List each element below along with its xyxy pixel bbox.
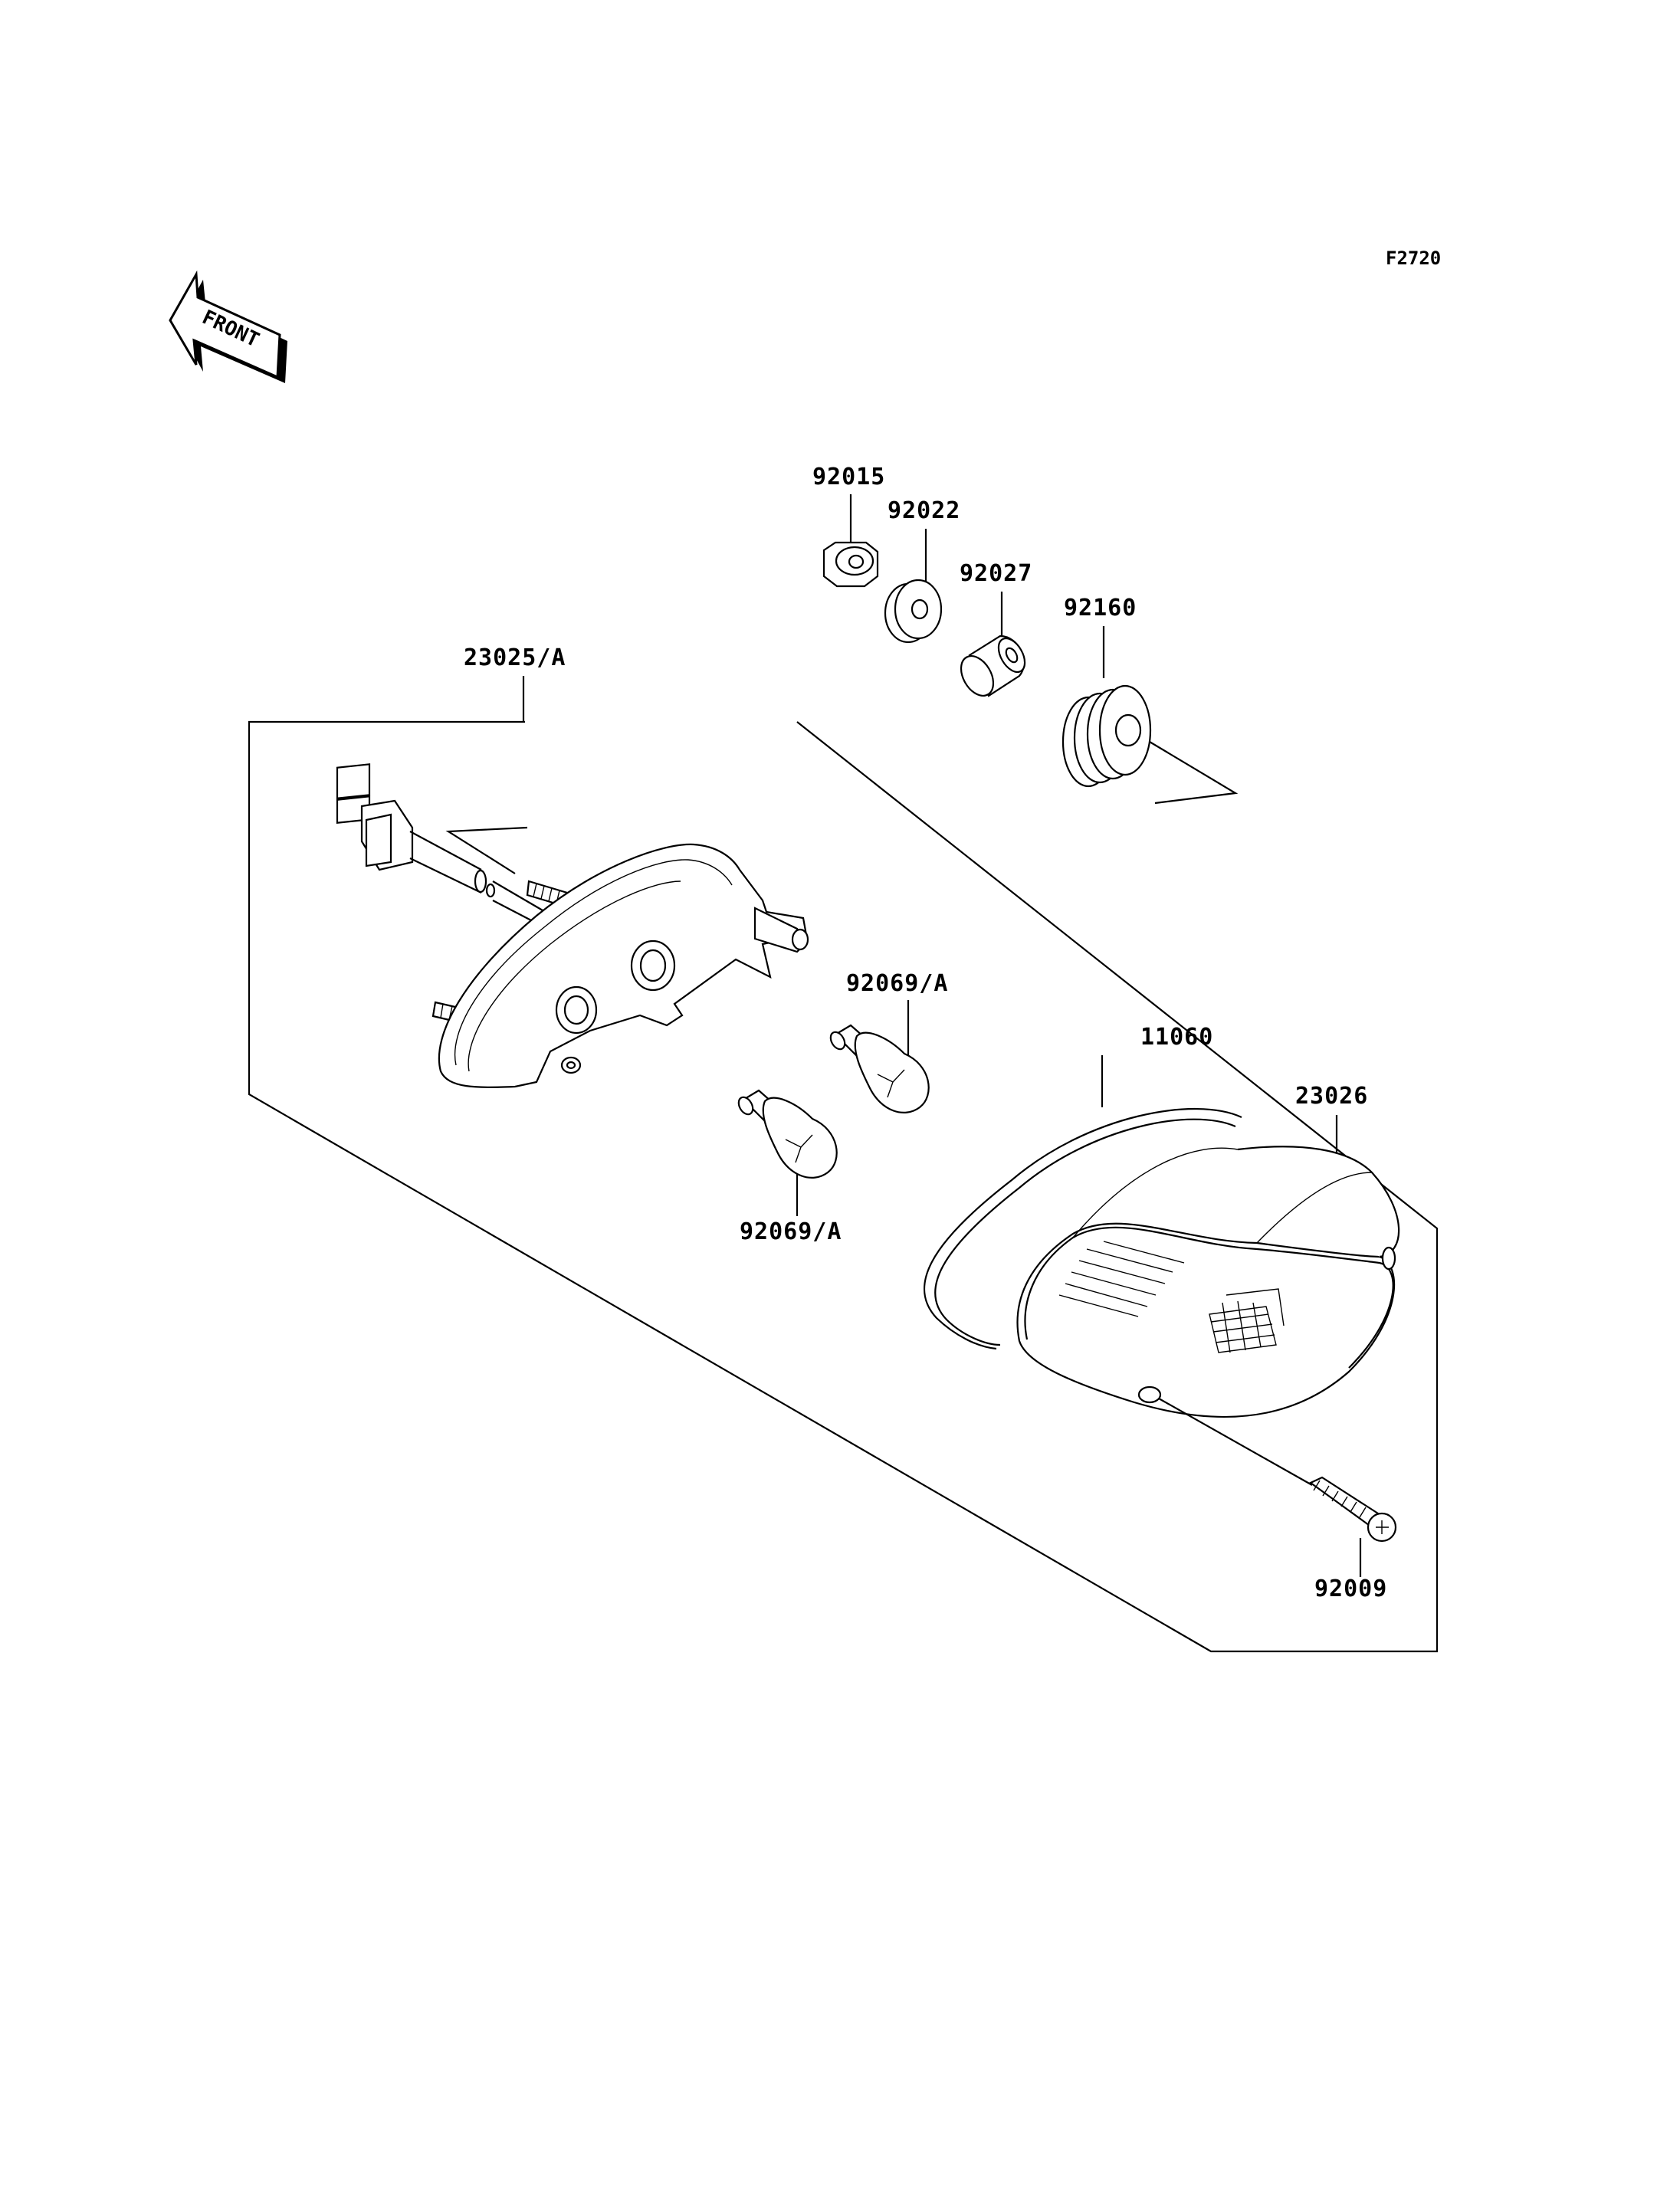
nut-92015 xyxy=(822,541,879,588)
label-92009: 92009 xyxy=(1314,1576,1387,1602)
lamp-housing-23025 xyxy=(336,763,809,1088)
lens-23026 xyxy=(1016,1146,1400,1418)
label-92069-a-upper: 92069/A xyxy=(846,970,948,997)
bulb-92069-a-upper xyxy=(829,1024,930,1113)
collar-92027 xyxy=(960,635,1026,697)
grommet-92160 xyxy=(1061,684,1239,805)
gasket-11060 xyxy=(924,1107,1242,1350)
screw-axis-line xyxy=(1158,1398,1313,1486)
label-92160: 92160 xyxy=(1064,595,1137,621)
label-23025-a: 23025/A xyxy=(464,644,566,671)
figure-id: F2720 xyxy=(1386,248,1441,269)
label-23026: 23026 xyxy=(1295,1083,1368,1110)
front-arrow-icon: FRONT xyxy=(169,270,287,383)
label-92022: 92022 xyxy=(888,497,960,524)
label-92015: 92015 xyxy=(812,464,885,490)
label-11060: 11060 xyxy=(1140,1024,1213,1051)
label-92027: 92027 xyxy=(960,560,1032,587)
washer-92022 xyxy=(884,579,943,644)
screw-92009 xyxy=(1308,1476,1397,1543)
bulb-92069-a-lower xyxy=(737,1089,838,1179)
assembly-outline xyxy=(248,720,1439,1653)
label-92069-a-lower: 92069/A xyxy=(740,1218,842,1245)
